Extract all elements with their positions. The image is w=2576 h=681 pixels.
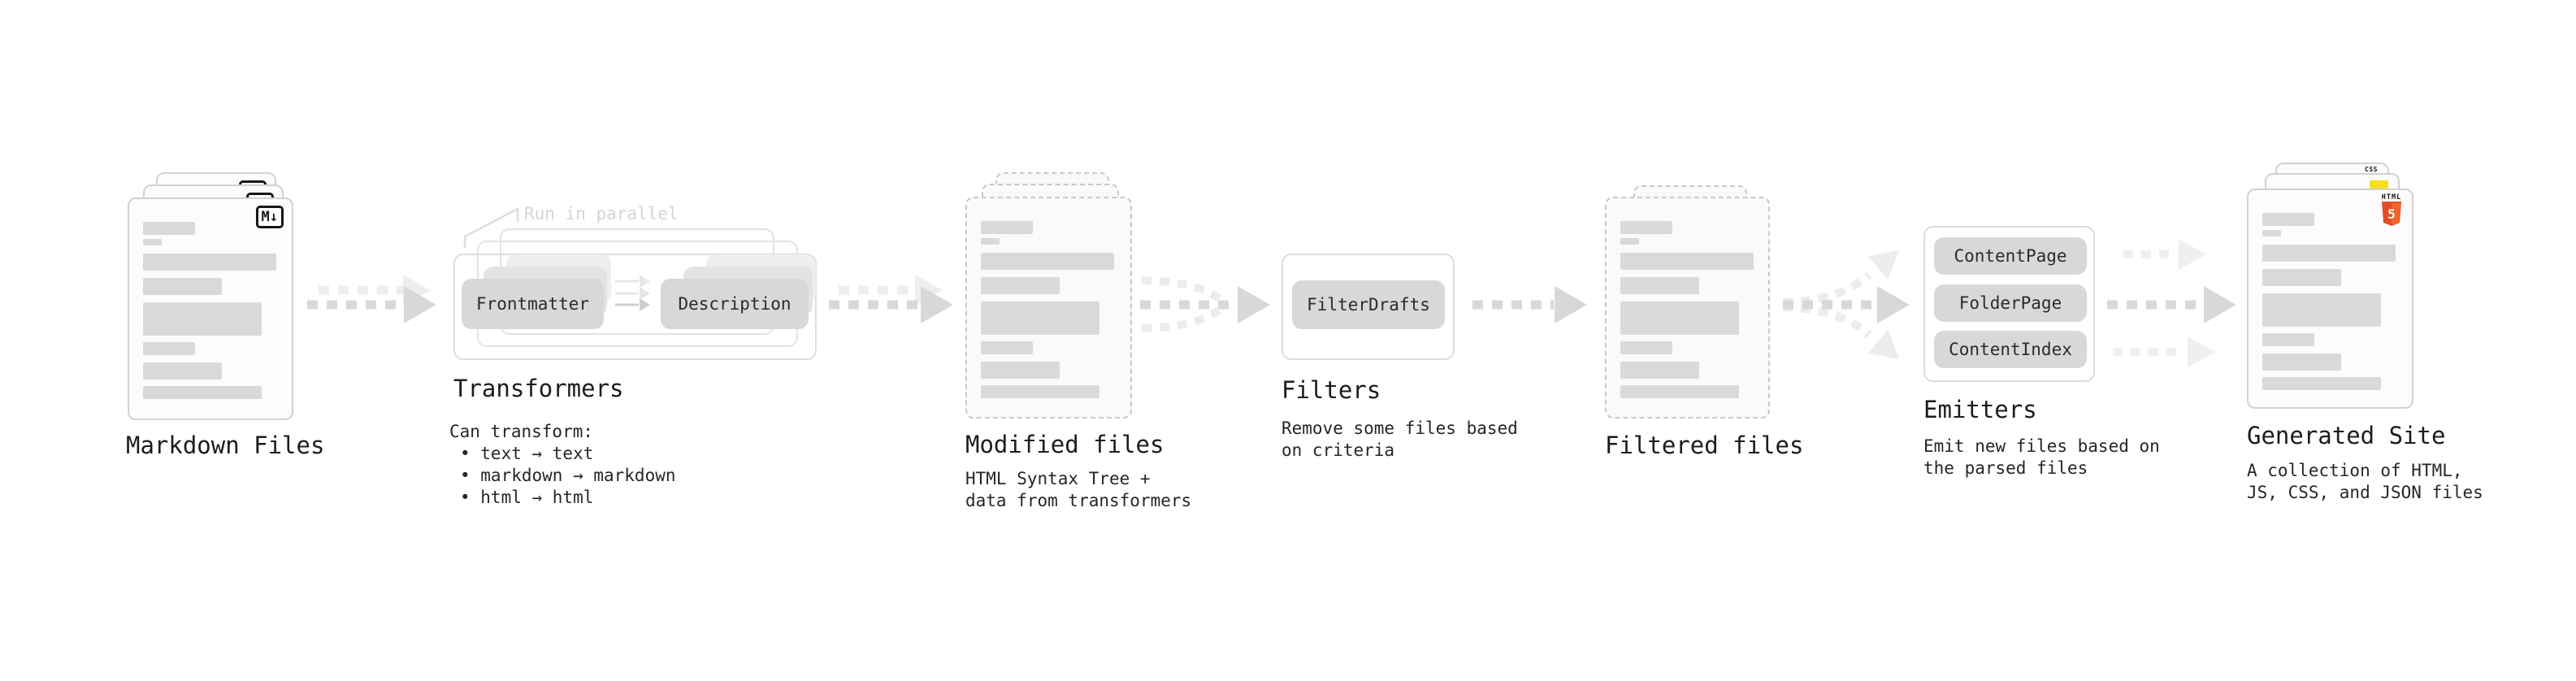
javascript-icon — [2370, 180, 2388, 189]
file-card-front — [1605, 197, 1770, 419]
content-bar — [2262, 293, 2381, 327]
emitters-desc-line: Emit new files based on — [1923, 436, 2160, 456]
file-card-front: HTML 5 — [2247, 189, 2413, 409]
description-pill: Description — [661, 279, 809, 329]
frontmatter-pill: Frontmatter — [462, 279, 604, 329]
content-bar — [1620, 301, 1739, 335]
content-bar — [143, 254, 276, 271]
arrow-transformers-to-modified — [829, 275, 953, 323]
html5-icon: HTML 5 — [2380, 194, 2403, 229]
parallel-annotation: Run in parallel — [524, 204, 679, 223]
content-bar — [1620, 221, 1672, 234]
content-bar — [1620, 362, 1699, 379]
filters-desc-line: on criteria — [1281, 440, 1395, 460]
stage-title-markdown-files: Markdown Files — [126, 432, 325, 459]
content-bar — [2262, 354, 2341, 371]
content-bar — [981, 385, 1099, 398]
contentpage-pill: ContentPage — [1934, 237, 2087, 275]
folderpage-pill: FolderPage — [1934, 284, 2087, 322]
content-bar — [143, 302, 262, 336]
stage-markdown-files: M↓ M↓ M↓ Markdown Files — [126, 163, 337, 471]
stage-filtered-files: Filtered files — [1605, 163, 1816, 471]
content-bar — [2262, 230, 2281, 236]
content-bar — [981, 221, 1033, 234]
content-bar — [2262, 333, 2314, 346]
content-bar — [981, 253, 1114, 270]
doc-content-placeholder — [129, 199, 292, 399]
stage-title-emitters: Emitters — [1923, 396, 2037, 423]
content-bar — [981, 301, 1099, 335]
content-bar — [1620, 385, 1739, 398]
content-bar — [143, 278, 222, 295]
content-bar — [2262, 377, 2381, 390]
content-bar — [2262, 269, 2341, 286]
content-bar — [1620, 277, 1699, 294]
content-bar — [981, 238, 1000, 245]
filterdrafts-pill: FilterDrafts — [1292, 280, 1445, 329]
transformers-desc-title: Can transform: — [449, 422, 594, 441]
content-bar — [1620, 238, 1639, 245]
stage-title-generated-site: Generated Site — [2247, 422, 2446, 449]
emitters-box — [1923, 226, 2095, 382]
content-bar — [1620, 253, 1754, 270]
stage-modified-files: Modified files HTML Syntax Tree + data f… — [965, 163, 1191, 520]
content-bar — [2262, 213, 2314, 226]
content-bar — [143, 342, 195, 355]
content-bar — [143, 362, 222, 380]
file-card-front — [965, 197, 1132, 419]
content-bar — [981, 341, 1033, 354]
stage-filters: FilterDrafts Filters Remove some files b… — [1281, 254, 1525, 481]
stage-title-transformers: Transformers — [453, 375, 624, 402]
stage-emitters: ContentPage FolderPage ContentIndex Emit… — [1923, 226, 2184, 486]
content-bar — [981, 362, 1060, 379]
stage-transformers: Run in parallel Frontmatter Description … — [449, 195, 831, 520]
doc-content-placeholder — [1607, 198, 1768, 398]
content-bar — [143, 222, 195, 235]
modified-desc-line: data from transformers — [965, 491, 1192, 510]
doc-content-placeholder — [2249, 190, 2412, 390]
svg-text:5: 5 — [2387, 206, 2396, 222]
content-bar — [981, 277, 1060, 294]
stage-title-filters: Filters — [1281, 376, 1381, 404]
generated-desc-line: A collection of HTML, — [2247, 461, 2463, 480]
html5-word: HTML — [2381, 193, 2402, 202]
transformers-bullet: • markdown → markdown — [460, 466, 676, 485]
stage-title-modified-files: Modified files — [965, 431, 1164, 458]
stage-generated-site: CSS HTML 5 — [2247, 163, 2523, 512]
generated-desc-line: JS, CSS, and JSON files — [2247, 483, 2483, 502]
file-card-front: M↓ — [128, 197, 293, 420]
transformer-box-front — [453, 254, 817, 360]
content-bar — [1620, 341, 1672, 354]
content-bar — [143, 386, 262, 399]
content-bar — [2262, 245, 2396, 262]
stage-title-filtered-files: Filtered files — [1605, 432, 1804, 459]
transformers-bullet: • html → html — [460, 488, 594, 507]
contentindex-pill: ContentIndex — [1934, 331, 2087, 368]
filters-desc-line: Remove some files based — [1281, 419, 1518, 438]
modified-desc-line: HTML Syntax Tree + — [965, 469, 1151, 488]
html5-shield: 5 — [2382, 201, 2401, 226]
emitters-desc-line: the parsed files — [1923, 458, 2088, 478]
filters-box — [1281, 254, 1455, 360]
transformers-bullet: • text → text — [460, 444, 594, 463]
doc-content-placeholder — [967, 198, 1130, 398]
content-bar — [143, 239, 162, 245]
markdown-icon: M↓ — [255, 206, 284, 228]
